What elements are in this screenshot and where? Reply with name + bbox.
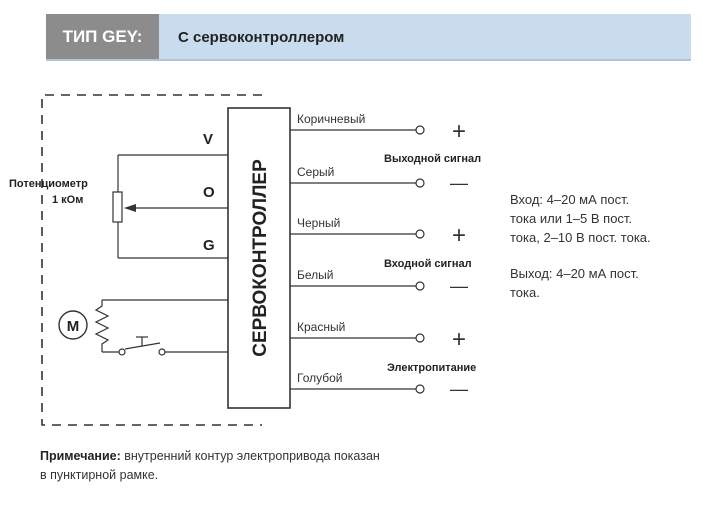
page-title: С сервоконтроллером [159, 14, 691, 60]
header-underline [46, 59, 691, 61]
output-spec: Выход: 4–20 мА пост. тока. [510, 264, 639, 302]
potentiometer-label-1: Потенциометр [9, 178, 88, 190]
wire-label-gray: Серый [297, 165, 334, 179]
footnote-bold: Примечание: [40, 449, 121, 463]
output-spec-line-2: тока. [510, 285, 540, 300]
output-spec-line-1: Выход: 4–20 мА пост. [510, 266, 639, 281]
pin-o-label: O [203, 184, 215, 201]
pin-v-label: V [203, 131, 213, 148]
power-supply-label: Электропитание [387, 362, 476, 374]
potentiometer-symbol [112, 191, 123, 223]
input-spec: Вход: 4–20 мА пост. тока или 1–5 В пост.… [510, 190, 651, 247]
footnote-line-2: в пунктирной рамке. [40, 468, 159, 482]
motor-winding [94, 300, 110, 352]
polarity-brown: + [452, 118, 466, 145]
polarity-white: — [450, 276, 468, 296]
output-wires [290, 125, 425, 394]
servo-controller-label: СЕРВОКОНТРОЛЛЕР [250, 159, 271, 357]
motor-label: M [67, 318, 80, 335]
wire-label-blue: Голубой [297, 371, 343, 385]
dashed-enclosure [41, 94, 262, 426]
polarity-gray: — [450, 173, 468, 193]
pin-g-label: G [203, 237, 215, 254]
polarity-blue: — [450, 379, 468, 399]
header-bar: ТИП GEY: С сервоконтроллером [46, 14, 691, 61]
potentiometer-label-2: 1 кОм [52, 194, 83, 206]
wire-label-red: Красный [297, 320, 345, 334]
polarity-black: + [452, 222, 466, 249]
motor-symbol [58, 310, 88, 340]
footnote: Примечание: внутренний контур электропри… [40, 447, 380, 485]
type-tag: ТИП GEY: [46, 14, 159, 60]
output-signal-label: Выходной сигнал [384, 153, 481, 165]
footnote-line-1: внутренний контур электропривода показан [120, 449, 380, 463]
wire-label-brown: Коричневый [297, 112, 365, 126]
input-spec-line-1: Вход: 4–20 мА пост. [510, 192, 630, 207]
polarity-red: + [452, 326, 466, 353]
input-signal-label: Входной сигнал [384, 258, 472, 270]
wire-label-black: Черный [297, 216, 340, 230]
input-spec-line-3: тока, 2–10 В пост. тока. [510, 230, 651, 245]
wire-label-white: Белый [297, 268, 333, 282]
input-spec-line-2: тока или 1–5 В пост. [510, 211, 633, 226]
